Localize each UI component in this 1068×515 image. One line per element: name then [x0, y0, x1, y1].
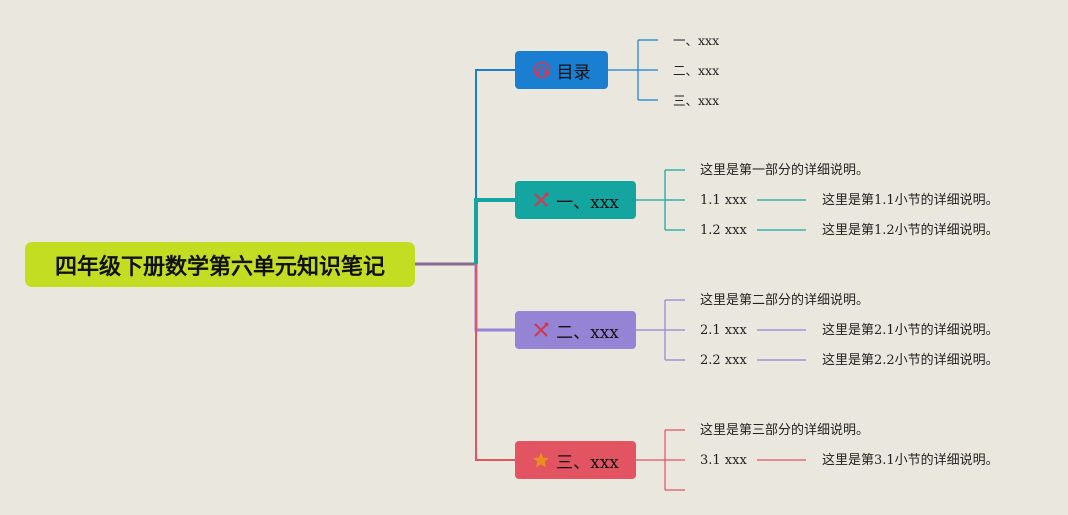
subtopic[interactable]: 1.2 xxx — [700, 223, 747, 238]
connector-children-3 — [636, 429, 806, 491]
branch-topic-part-1[interactable]: 一、xxx — [515, 181, 636, 219]
subtopic-detail[interactable]: 这里是第2.2小节的详细说明。 — [822, 353, 999, 368]
branch-topic-part-3[interactable]: 三、xxx — [515, 441, 636, 479]
branch-topic-label: 目录 — [556, 62, 591, 83]
subtopic-description[interactable]: 这里是第三部分的详细说明。 — [700, 423, 870, 438]
subtopic-description[interactable]: 这里是第一部分的详细说明。 — [700, 163, 870, 178]
tools-icon — [532, 191, 550, 209]
star-icon — [532, 451, 550, 469]
headset-icon — [533, 61, 551, 79]
tools-icon — [532, 321, 550, 339]
root-topic[interactable]: 四年级下册数学第六单元知识笔记 — [25, 242, 415, 287]
root-topic-label: 四年级下册数学第六单元知识笔记 — [54, 254, 385, 280]
connector-children-2 — [636, 299, 806, 361]
subtopic-detail[interactable]: 这里是第1.2小节的详细说明。 — [822, 223, 999, 238]
connector-children-0 — [608, 39, 658, 101]
subtopic-detail[interactable]: 这里是第1.1小节的详细说明。 — [822, 193, 999, 208]
subtopic-detail[interactable]: 这里是第2.1小节的详细说明。 — [822, 323, 999, 338]
subtopic[interactable]: 二、xxx — [673, 63, 720, 78]
branch-topic-label: 三、xxx — [556, 452, 619, 473]
branch-topic-part-2[interactable]: 二、xxx — [515, 311, 636, 349]
branch-topic-label: 一、xxx — [556, 192, 619, 213]
subtopic[interactable]: 2.2 xxx — [700, 353, 747, 368]
subtopic[interactable]: 2.1 xxx — [700, 323, 747, 338]
subtopic[interactable]: 三、xxx — [673, 93, 720, 108]
connector-branch-3 — [475, 264, 515, 461]
connector-branch-2 — [474, 264, 515, 332]
subtopic[interactable]: 一、xxx — [673, 33, 720, 48]
subtopic[interactable]: 3.1 xxx — [700, 453, 747, 468]
subtopic-detail[interactable]: 这里是第3.1小节的详细说明。 — [822, 453, 999, 468]
branch-topic-label: 二、xxx — [556, 322, 619, 343]
branch-topic-contents[interactable]: 目录 — [515, 51, 608, 89]
subtopic-description[interactable]: 这里是第二部分的详细说明。 — [700, 293, 870, 308]
connector-branch-0 — [475, 69, 515, 264]
subtopic[interactable]: 1.1 xxx — [700, 193, 747, 208]
connector-branch-1 — [474, 198, 515, 264]
connector-children-1 — [636, 169, 806, 231]
